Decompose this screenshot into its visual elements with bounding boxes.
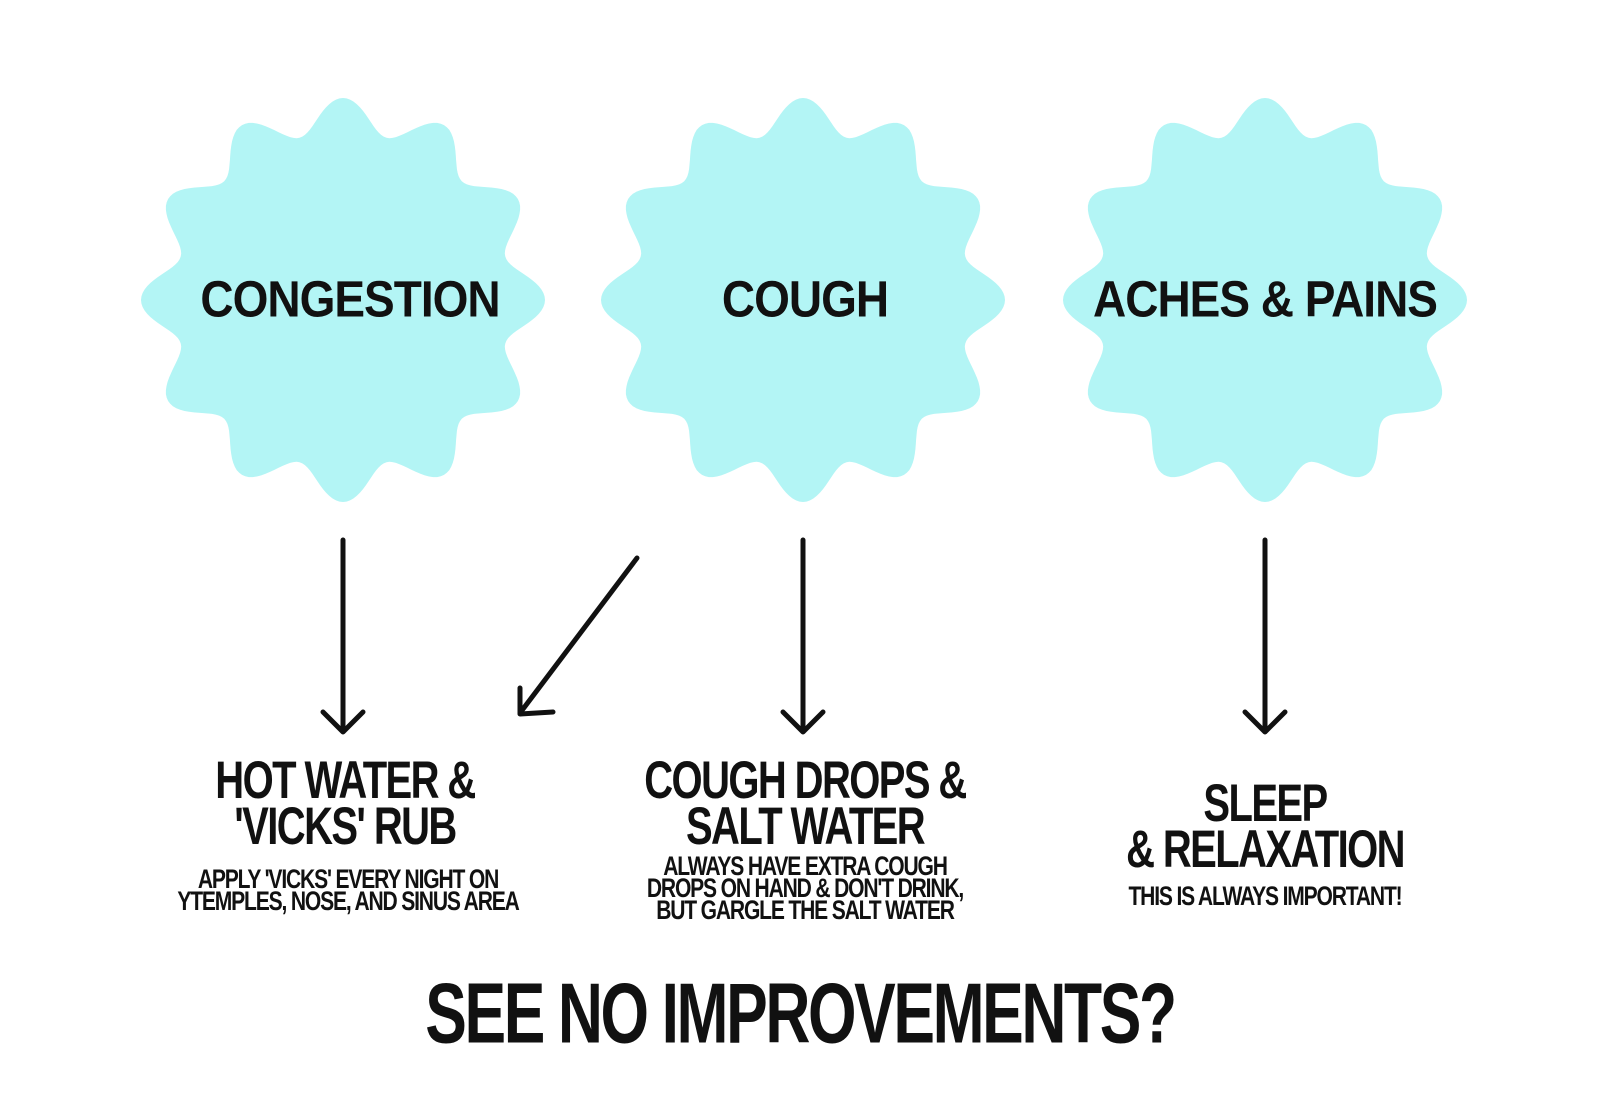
symptom-label-congestion: CONGESTION [200, 270, 500, 328]
remedy-note-line: ALWAYS HAVE EXTRA COUGH [663, 851, 948, 881]
arrow-aches-to-sleep [1242, 537, 1288, 735]
remedy-title-line: SALT WATER [685, 796, 926, 856]
remedy-note-line: APPLY 'VICKS' EVERY NIGHT ON [197, 864, 499, 894]
remedy-title-line: HOT WATER & [215, 750, 476, 810]
remedy-title-line: 'VICKS' RUB [234, 796, 457, 856]
remedy-title-line: SLEEP [1203, 773, 1328, 833]
footer-question: SEE NO IMPROVEMENTS? [425, 964, 1177, 1062]
remedy-note-line: THIS IS ALWAYS IMPORTANT! [1128, 881, 1402, 911]
symptom-blob-cough [601, 98, 1005, 502]
remedy-title-line: & RELAXATION [1126, 819, 1405, 879]
remedy-note-line: YTEMPLES, NOSE, AND SINUS AREA [177, 886, 519, 916]
symptom-label-cough: COUGH [721, 270, 889, 328]
symptom-blob-congestion [141, 98, 545, 502]
arrow-cough-to-cough-drops [780, 537, 826, 735]
symptom-blob-aches-pains [1063, 98, 1467, 502]
remedy-note-line: BUT GARGLE THE SALT WATER [656, 895, 955, 925]
symptom-label-aches-pains: ACHES & PAINS [1093, 270, 1438, 328]
remedy-note-line: DROPS ON HAND & DON'T DRINK, [646, 873, 964, 903]
arrow-congestion-to-hot-water [320, 537, 366, 735]
arrow-cough-to-hot-water [517, 555, 640, 717]
remedy-title-line: COUGH DROPS & [644, 750, 967, 810]
